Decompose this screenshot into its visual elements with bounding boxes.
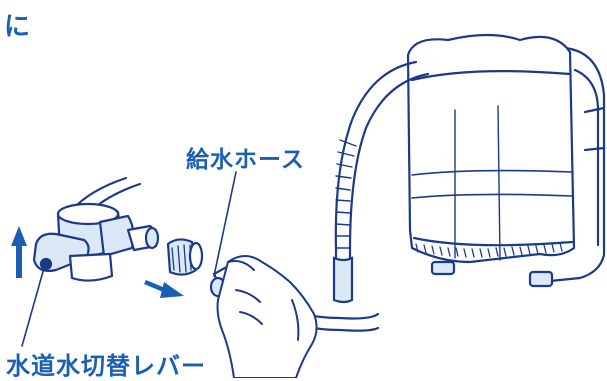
heading-fragment: に	[4, 12, 31, 42]
right-arrow-icon	[144, 280, 184, 298]
hose-leader-line	[213, 171, 237, 277]
tap-switching-valve	[32, 176, 204, 282]
up-arrow-icon	[11, 226, 27, 278]
supply-hose-label: 給水ホース	[186, 147, 305, 173]
hand	[216, 255, 318, 378]
water-purifier-unit	[406, 33, 606, 288]
tap-lever-label: 水道水切替レバー	[6, 352, 206, 380]
lever-leader-line	[21, 267, 45, 347]
corrugated-hose	[332, 60, 430, 304]
